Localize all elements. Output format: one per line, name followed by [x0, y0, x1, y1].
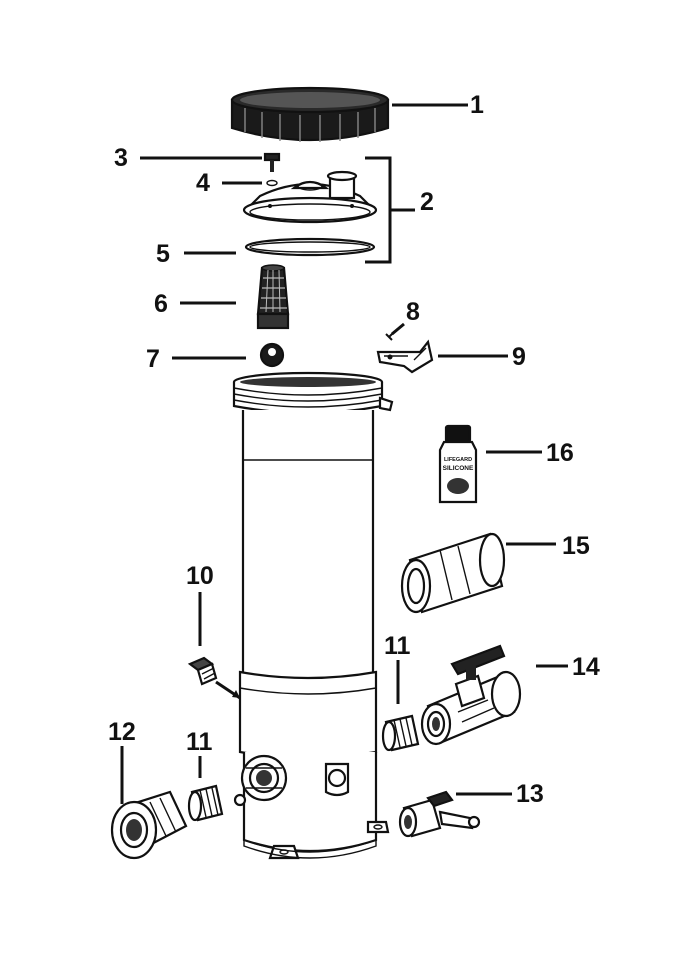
- callout-14: 14: [572, 653, 600, 681]
- part-16-silicone-bottle: LIFEGARD SILICONE: [438, 424, 478, 504]
- filter-tank-body: [232, 371, 394, 860]
- callout-9: 9: [512, 343, 526, 371]
- part-6-strainer: [256, 264, 290, 330]
- bottle-brand-text: LIFEGARD: [444, 457, 472, 463]
- part-9-bracket-clip: [376, 339, 434, 374]
- part-5-lid-o-ring: [244, 237, 376, 257]
- part-14-ball-valve: [420, 644, 522, 746]
- callout-11-right: 11: [384, 632, 411, 660]
- part-7-bushing: [259, 342, 285, 368]
- callout-16: 16: [546, 439, 574, 467]
- part-13-drain-valve: [398, 790, 481, 838]
- callout-2: 2: [420, 188, 434, 216]
- callout-8: 8: [406, 298, 420, 326]
- callout-10: 10: [186, 562, 214, 590]
- part-11-right-nipple: [381, 714, 420, 752]
- callout-3: 3: [114, 144, 128, 172]
- callout-13: 13: [516, 780, 544, 808]
- callout-6: 6: [154, 290, 168, 318]
- callout-1: 1: [470, 91, 484, 119]
- part-1-lock-ring: [230, 86, 390, 142]
- bottle-product-text: SILICONE: [443, 465, 474, 472]
- callout-12: 12: [108, 718, 136, 746]
- part-15-check-valve: [400, 532, 506, 614]
- part-2-bracket: [365, 156, 415, 264]
- callout-5: 5: [156, 240, 170, 268]
- part-3-air-relief-valve: [263, 152, 281, 172]
- leader-lines: [120, 103, 568, 804]
- part-4-valve-o-ring: [266, 179, 278, 187]
- callout-11-left: 11: [186, 728, 213, 756]
- callout-15: 15: [562, 532, 590, 560]
- part-11-left-nipple: [187, 784, 224, 822]
- callout-7: 7: [146, 345, 160, 373]
- part-10-drain-plug: [187, 656, 218, 686]
- callout-4: 4: [196, 169, 210, 197]
- callout-numbers: 1 2 3 4 5 6 7 8 9 16 15 10 11 14 12 11 1…: [108, 91, 600, 808]
- part-2-tank-lid: [242, 170, 378, 224]
- part-12-union: [110, 790, 188, 860]
